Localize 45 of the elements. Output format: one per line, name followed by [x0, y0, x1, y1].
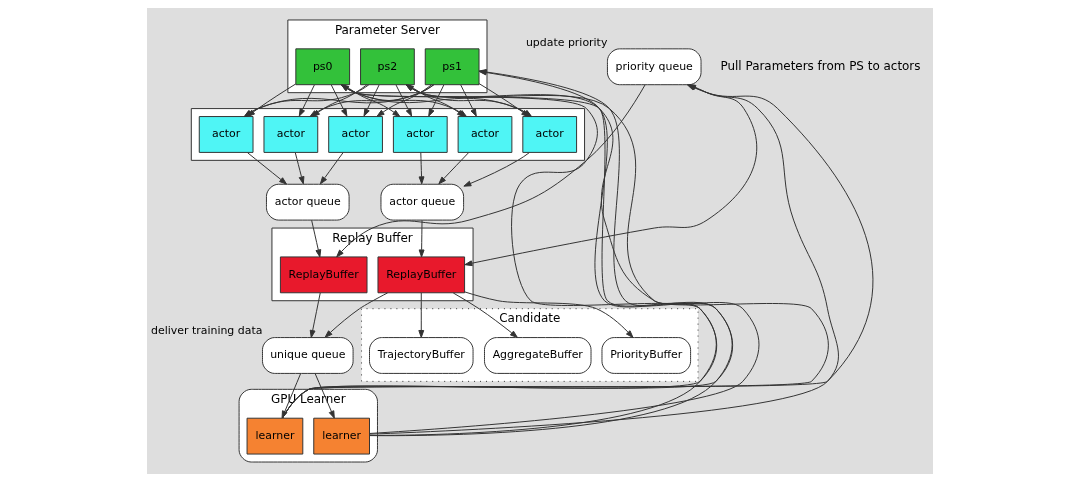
node-box: actor — [457, 116, 513, 153]
node-label: update priority — [525, 35, 608, 49]
arrow — [247, 152, 287, 185]
node-box: unique queue — [262, 337, 354, 374]
arrow — [438, 152, 469, 185]
arrow — [418, 219, 425, 258]
arrow — [418, 152, 425, 185]
arrow — [314, 373, 335, 419]
node-box: actor — [392, 116, 448, 153]
node-box: actor — [263, 116, 319, 153]
node-box: ps2 — [360, 48, 415, 86]
arrow — [395, 84, 413, 117]
node-box: ps0 — [295, 48, 351, 86]
arrow — [324, 292, 389, 338]
node-box: learner — [313, 417, 370, 455]
arrow — [309, 292, 321, 338]
arrow — [452, 292, 518, 338]
arrow — [464, 291, 634, 338]
node-box: ReplayBuffer — [279, 256, 368, 294]
node-box: actor — [328, 116, 383, 153]
arrow — [311, 219, 322, 258]
node-box: AggregateBuffer — [484, 337, 592, 374]
node-box: ReplayBuffer — [377, 256, 466, 294]
arrow — [428, 84, 445, 117]
arrow — [463, 152, 530, 187]
node-box: actor queue — [380, 183, 465, 221]
arrow — [336, 84, 646, 258]
arrow — [319, 152, 344, 185]
label: Pull Parameters from PS to actors — [720, 58, 921, 73]
node-box: actor queue — [265, 183, 350, 221]
node-box: learner — [246, 417, 304, 455]
arrow — [418, 292, 425, 338]
node-box: ps1 — [424, 48, 480, 86]
node-label: deliver training data — [151, 324, 263, 338]
arrow — [330, 84, 348, 117]
node-box: priority queue — [606, 48, 702, 86]
node-box: TrajectoryBuffer — [369, 337, 474, 374]
arrow — [363, 84, 380, 117]
arrow — [376, 84, 433, 117]
arrow — [294, 152, 305, 185]
arrow — [298, 84, 315, 117]
node-box: actor — [522, 116, 578, 153]
arrow — [343, 84, 401, 117]
node-box: actor — [198, 116, 254, 153]
node-box: PriorityBuffer — [601, 337, 692, 374]
